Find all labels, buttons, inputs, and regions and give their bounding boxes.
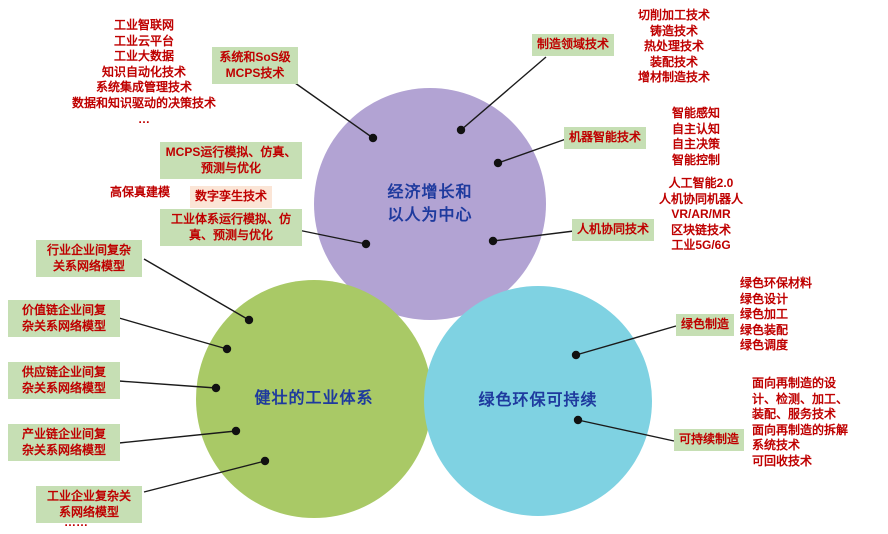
label-sustainable-manufacturing: 可持续制造 <box>674 429 745 451</box>
label-mcps-simulation-optimization: MCPS运行模拟、仿真、 预测与优化 <box>160 142 302 180</box>
list-machining-technologies: 切削加工技术 铸造技术 热处理技术 装配技术 增材制造技术 <box>637 8 710 85</box>
circle-green-sustainable-label: 绿色环保可持续 <box>478 392 598 410</box>
label-industry-network-model: 行业企业间复杂 关系网络模型 <box>36 240 142 278</box>
label-enterprise-network-model: 工业企业复杂关 系网络模型 <box>36 486 142 524</box>
list-intelligence-capabilities: 智能感知 自主认知 自主决策 智能控制 <box>671 106 720 167</box>
label-high-fidelity-modeling: 高保真建模 <box>110 185 171 199</box>
label-machine-intelligence-technology: 机器智能技术 <box>564 127 647 149</box>
circle-green-sustainable: 绿色环保可持续 <box>424 286 652 516</box>
label-sos-mcps-technology: 系统和SoS级 MCPS技术 <box>212 47 298 85</box>
label-industry-chain-network-model: 产业链企业间复 杂关系网络模型 <box>8 424 120 462</box>
label-supply-chain-network-model: 供应链企业间复 杂关系网络模型 <box>8 362 120 400</box>
label-human-machine-collaboration-technology: 人机协同技术 <box>572 219 655 241</box>
list-green-technologies: 绿色环保材料 绿色设计 绿色加工 绿色装配 绿色调度 <box>740 276 813 353</box>
label-manufacturing-domain-technology: 制造领域技术 <box>532 34 615 56</box>
list-ai-technologies: 人工智能2.0 人机协同机器人 VR/AR/MR 区块链技术 工业5G/6G <box>658 176 743 253</box>
list-industrial-internet-technologies: 工业智联网 工业云平台 工业大数据 知识自动化技术 系统集成管理技术 数据和知识… <box>71 18 216 126</box>
list-remanufacturing-technologies: 面向再制造的设 计、检测、加工、 装配、服务技术 面向再制造的拆解 系统技术 可… <box>752 376 849 468</box>
label-green-manufacturing: 绿色制造 <box>676 314 735 336</box>
label-industry-system-simulation: 工业体系运行模拟、仿 真、预测与优化 <box>160 209 302 247</box>
circle-industrial-system-label: 健壮的工业体系 <box>254 390 374 408</box>
label-value-chain-network-model: 价值链企业间复 杂关系网络模型 <box>8 300 120 338</box>
circle-economic-growth-label: 经济增长和 以人为中心 <box>387 183 473 224</box>
circle-industrial-system: 健壮的工业体系 <box>196 280 432 518</box>
label-digital-twin-technology: 数字孪生技术 <box>190 186 273 208</box>
